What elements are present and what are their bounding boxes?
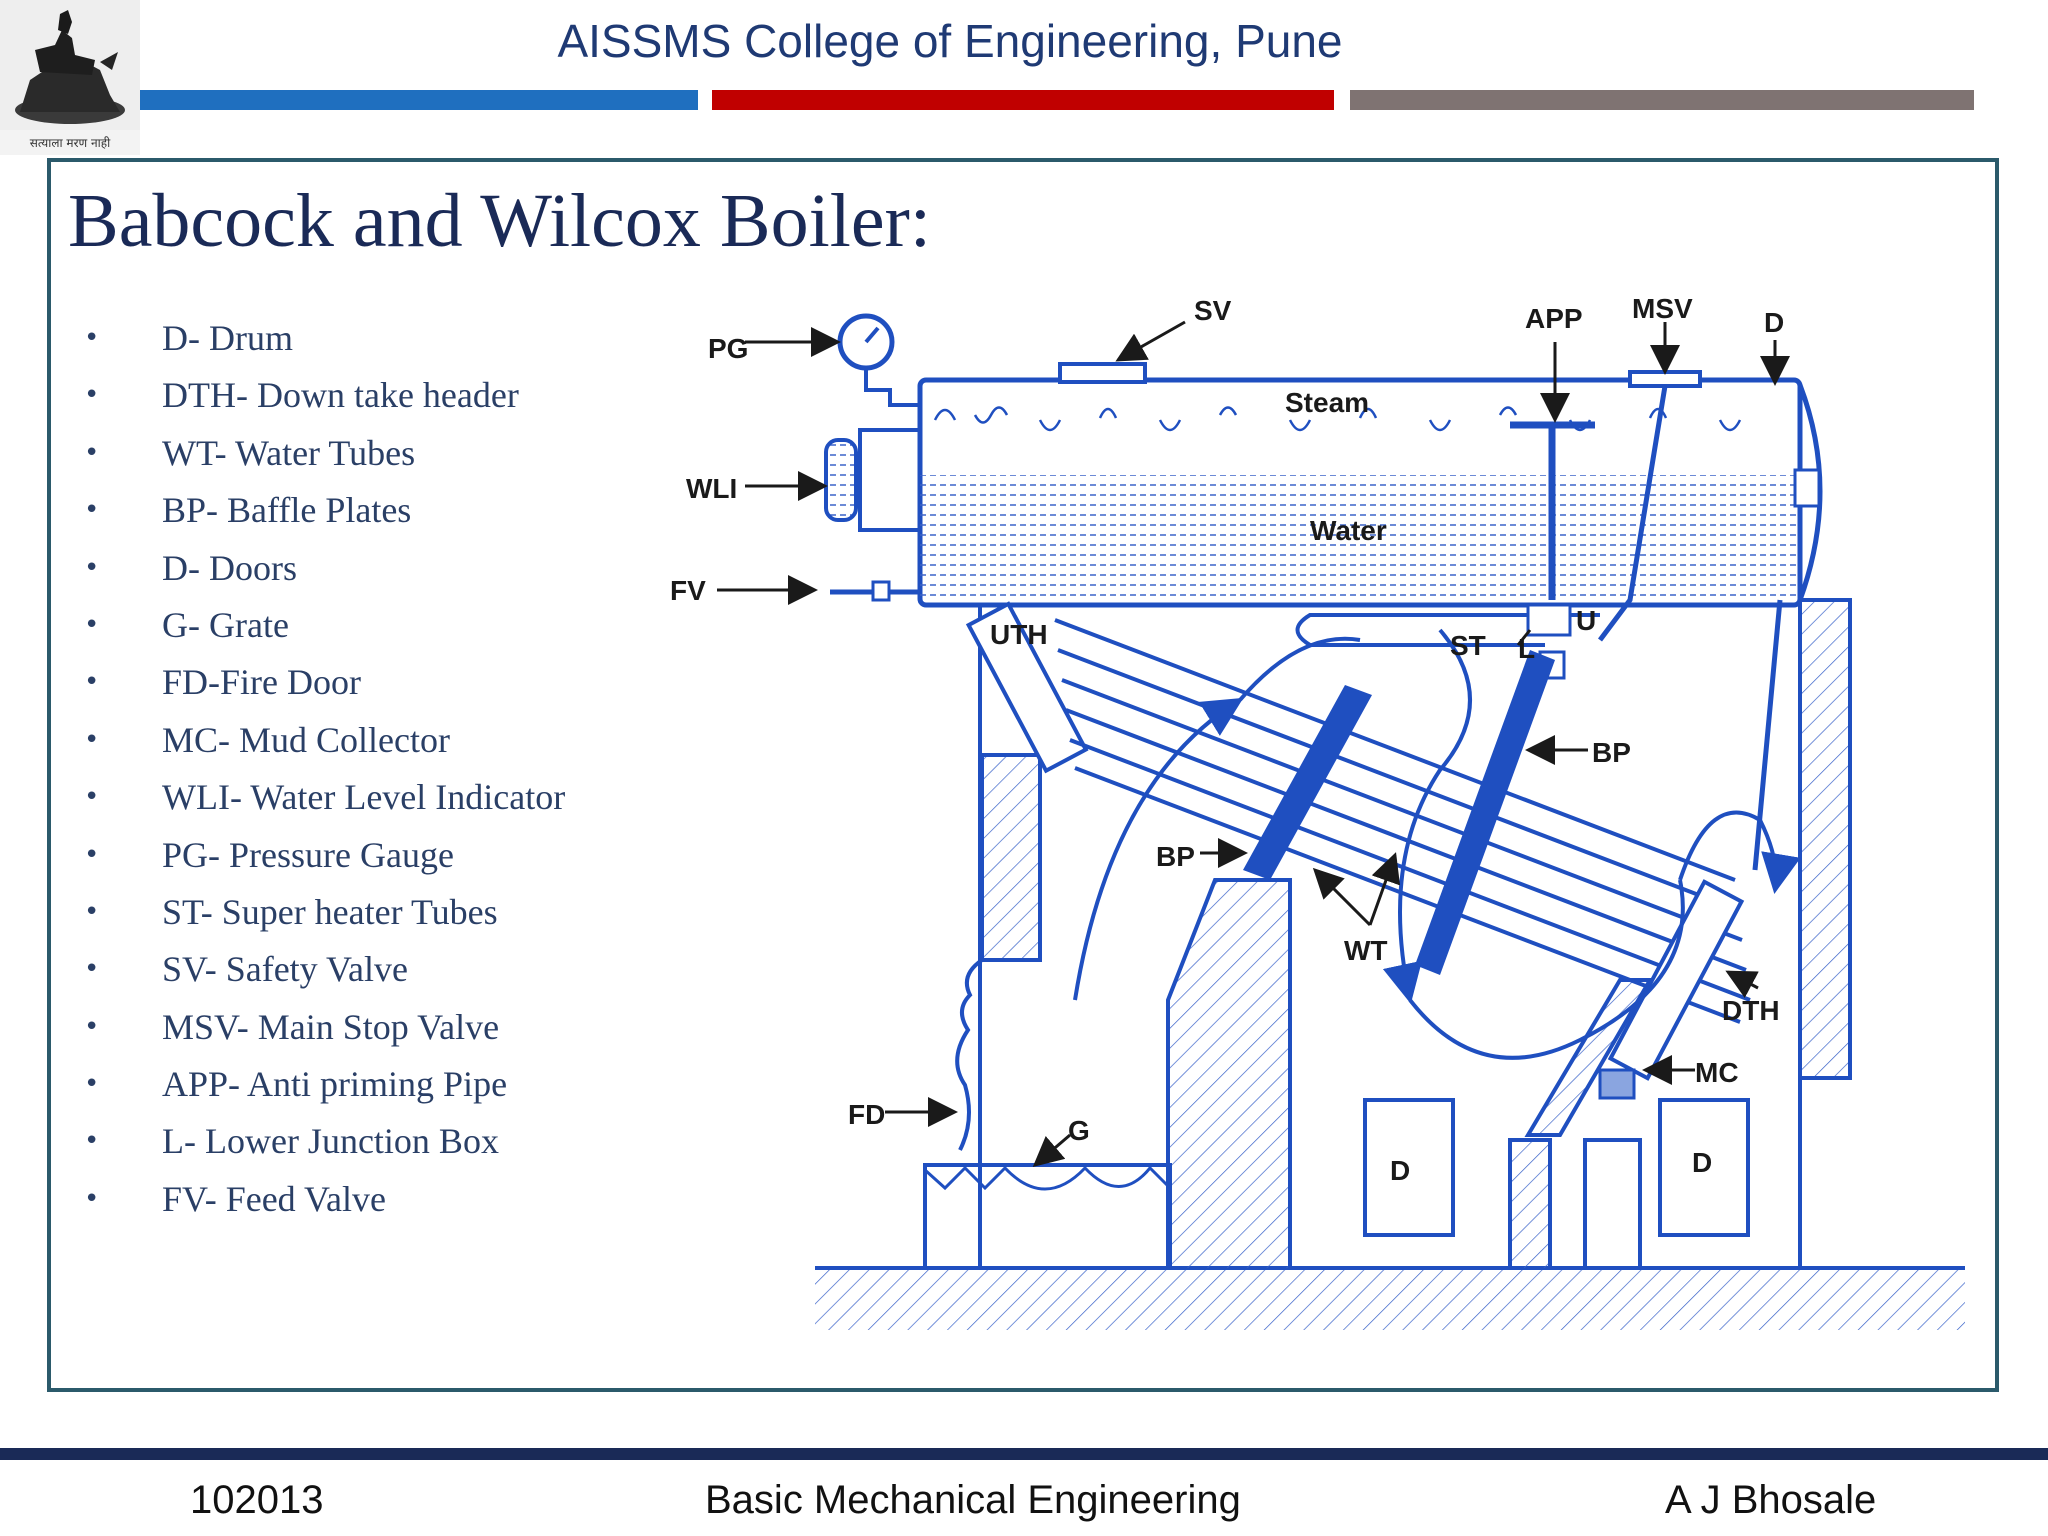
list-item: •L- Lower Junction Box	[80, 1113, 565, 1170]
logo-caption: सत्याला मरण नाही	[29, 136, 111, 150]
list-item: •FD-Fire Door	[80, 654, 565, 711]
bullet-icon: •	[84, 954, 100, 985]
bullet-icon: •	[84, 839, 100, 870]
uptake-header	[965, 601, 1089, 774]
foundation	[815, 1266, 1965, 1330]
main-stop-valve	[1628, 370, 1702, 388]
l-label: L	[1518, 633, 1535, 664]
bullet-icon: •	[84, 437, 100, 468]
bullet-icon: •	[84, 1183, 100, 1214]
door-right-label: D	[1692, 1147, 1712, 1178]
bullet-icon: •	[84, 323, 100, 353]
pg-label: PG	[708, 333, 748, 364]
uth-label: UTH	[990, 619, 1048, 650]
footer-course-name: Basic Mechanical Engineering	[705, 1478, 1241, 1522]
list-item: •APP- Anti priming Pipe	[80, 1056, 565, 1113]
bullet-icon: •	[84, 609, 100, 640]
list-item: •FV- Feed Valve	[80, 1171, 565, 1228]
list-item: •DTH- Down take header	[80, 367, 565, 424]
wt-label: WT	[1344, 935, 1388, 966]
baffle-plate-1	[1243, 685, 1372, 880]
list-item: •SV- Safety Valve	[80, 941, 565, 998]
bp-label-right: BP	[1592, 737, 1631, 768]
msv-label: MSV	[1632, 293, 1693, 324]
bullet-icon: •	[84, 724, 100, 755]
footer-bar	[0, 1448, 2048, 1460]
mud-collector	[1598, 1068, 1636, 1100]
mc-label: MC	[1695, 1057, 1739, 1088]
list-item: •MSV- Main Stop Valve	[80, 999, 565, 1056]
statue-logo-icon	[0, 0, 140, 130]
flue-gas-flow	[1073, 628, 1801, 1060]
drum	[917, 377, 1823, 608]
water-level-indicator	[824, 428, 920, 532]
callouts	[717, 320, 1790, 1167]
fv-label: FV	[670, 575, 706, 606]
bullet-icon: •	[84, 782, 100, 813]
list-item: •WT- Water Tubes	[80, 425, 565, 482]
list-item: •PG- Pressure Gauge	[80, 827, 565, 884]
u-label: U	[1576, 605, 1596, 636]
list-item: •ST- Super heater Tubes	[80, 884, 565, 941]
bullet-icon: •	[84, 495, 100, 526]
steam-label: Steam	[1285, 387, 1369, 418]
steam-pipe	[1598, 385, 1668, 642]
grate	[923, 1165, 1172, 1191]
anti-priming-pipe	[1510, 421, 1595, 600]
list-item: •WLI- Water Level Indicator	[80, 769, 565, 826]
footer-course-code: 102013	[190, 1478, 324, 1522]
list-item: •D- Doors	[80, 540, 565, 597]
brick-setting	[923, 598, 1852, 1268]
fd-label: FD	[848, 1099, 885, 1130]
content-frame	[47, 158, 1999, 1392]
bullet-icon: •	[84, 552, 100, 583]
wli-label: WLI	[686, 473, 737, 504]
header-stripe-red	[712, 90, 1334, 110]
dth-label: DTH	[1722, 995, 1780, 1026]
baffle-plate-2	[1415, 650, 1555, 975]
door-right	[1658, 1098, 1750, 1237]
fire-door	[955, 958, 984, 1151]
list-item: •G- Grate	[80, 597, 565, 654]
header-stripe-blue	[140, 90, 698, 110]
downtake-header	[1607, 879, 1745, 1081]
g-label: G	[1068, 1115, 1090, 1146]
bullet-icon: •	[84, 1069, 100, 1100]
bullet-icon: •	[84, 896, 100, 927]
bullet-icon: •	[84, 1126, 100, 1157]
bullet-icon: •	[84, 1011, 100, 1042]
drum-label: D	[1764, 307, 1784, 338]
door-left	[1363, 1098, 1455, 1237]
college-logo: सत्याला मरण नाही	[0, 0, 140, 155]
header-title: AISSMS College of Engineering, Pune	[557, 15, 1343, 67]
st-label: ST	[1450, 630, 1486, 661]
feed-valve	[830, 580, 920, 602]
bullet-icon: •	[84, 667, 100, 698]
bullet-icon: •	[84, 380, 100, 411]
list-item: •D- Drum	[80, 310, 565, 367]
app-label: APP	[1525, 303, 1583, 334]
footer-author: A J Bhosale	[1665, 1478, 1877, 1522]
boiler-diagram: D D Steam Water	[670, 293, 1965, 1330]
water-label: Water	[1310, 515, 1387, 546]
downtake-pipe	[1752, 599, 1783, 871]
list-item: •MC- Mud Collector	[80, 712, 565, 769]
door-left-label: D	[1390, 1155, 1410, 1186]
slide-title: Babcock and Wilcox Boiler:	[68, 179, 931, 263]
bp-label-left: BP	[1156, 841, 1195, 872]
list-item: •BP- Baffle Plates	[80, 482, 565, 539]
safety-valve	[1058, 362, 1147, 384]
junction-box-u	[1526, 603, 1572, 637]
pressure-gauge	[837, 313, 920, 407]
sv-label: SV	[1194, 295, 1232, 326]
legend-list: •D- Drum •DTH- Down take header •WT- Wat…	[80, 310, 565, 1228]
header-stripe-gray	[1350, 90, 1974, 110]
